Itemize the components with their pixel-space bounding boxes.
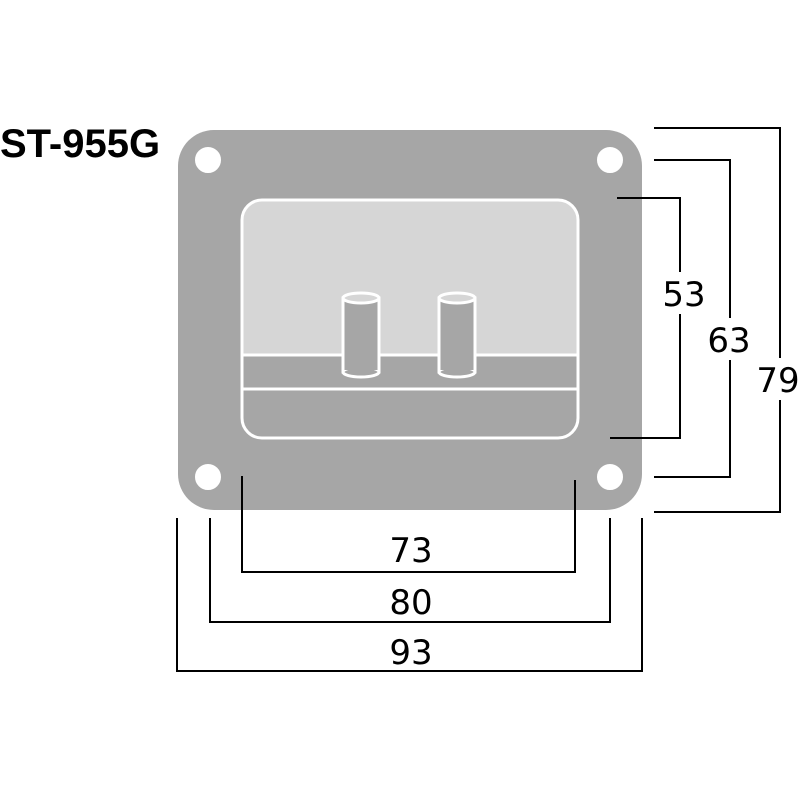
dimension-line-79 xyxy=(654,127,781,513)
mounting-hole-top-right xyxy=(597,147,623,173)
dimension-line-80 xyxy=(209,518,611,623)
dimension-label-80: 80 xyxy=(389,583,432,623)
dimension-line-73 xyxy=(241,476,576,573)
recess-lower-face xyxy=(242,355,578,438)
mounting-hole-bottom-left xyxy=(195,464,221,490)
dimension-label-73: 73 xyxy=(389,531,432,571)
terminal-post-right xyxy=(437,291,477,379)
dimension-line-93 xyxy=(176,518,643,672)
recess xyxy=(240,198,580,440)
model-title: ST-955G xyxy=(0,122,161,166)
dimension-label-53: 53 xyxy=(662,275,705,315)
dimension-label-79: 79 xyxy=(756,361,799,401)
mounting-hole-top-left xyxy=(195,147,221,173)
dimension-label-93: 93 xyxy=(389,633,432,673)
dimension-label-63: 63 xyxy=(707,321,750,361)
mounting-hole-bottom-right xyxy=(597,464,623,490)
dimension-line-53 xyxy=(610,197,681,439)
terminal-post-left xyxy=(341,291,381,379)
